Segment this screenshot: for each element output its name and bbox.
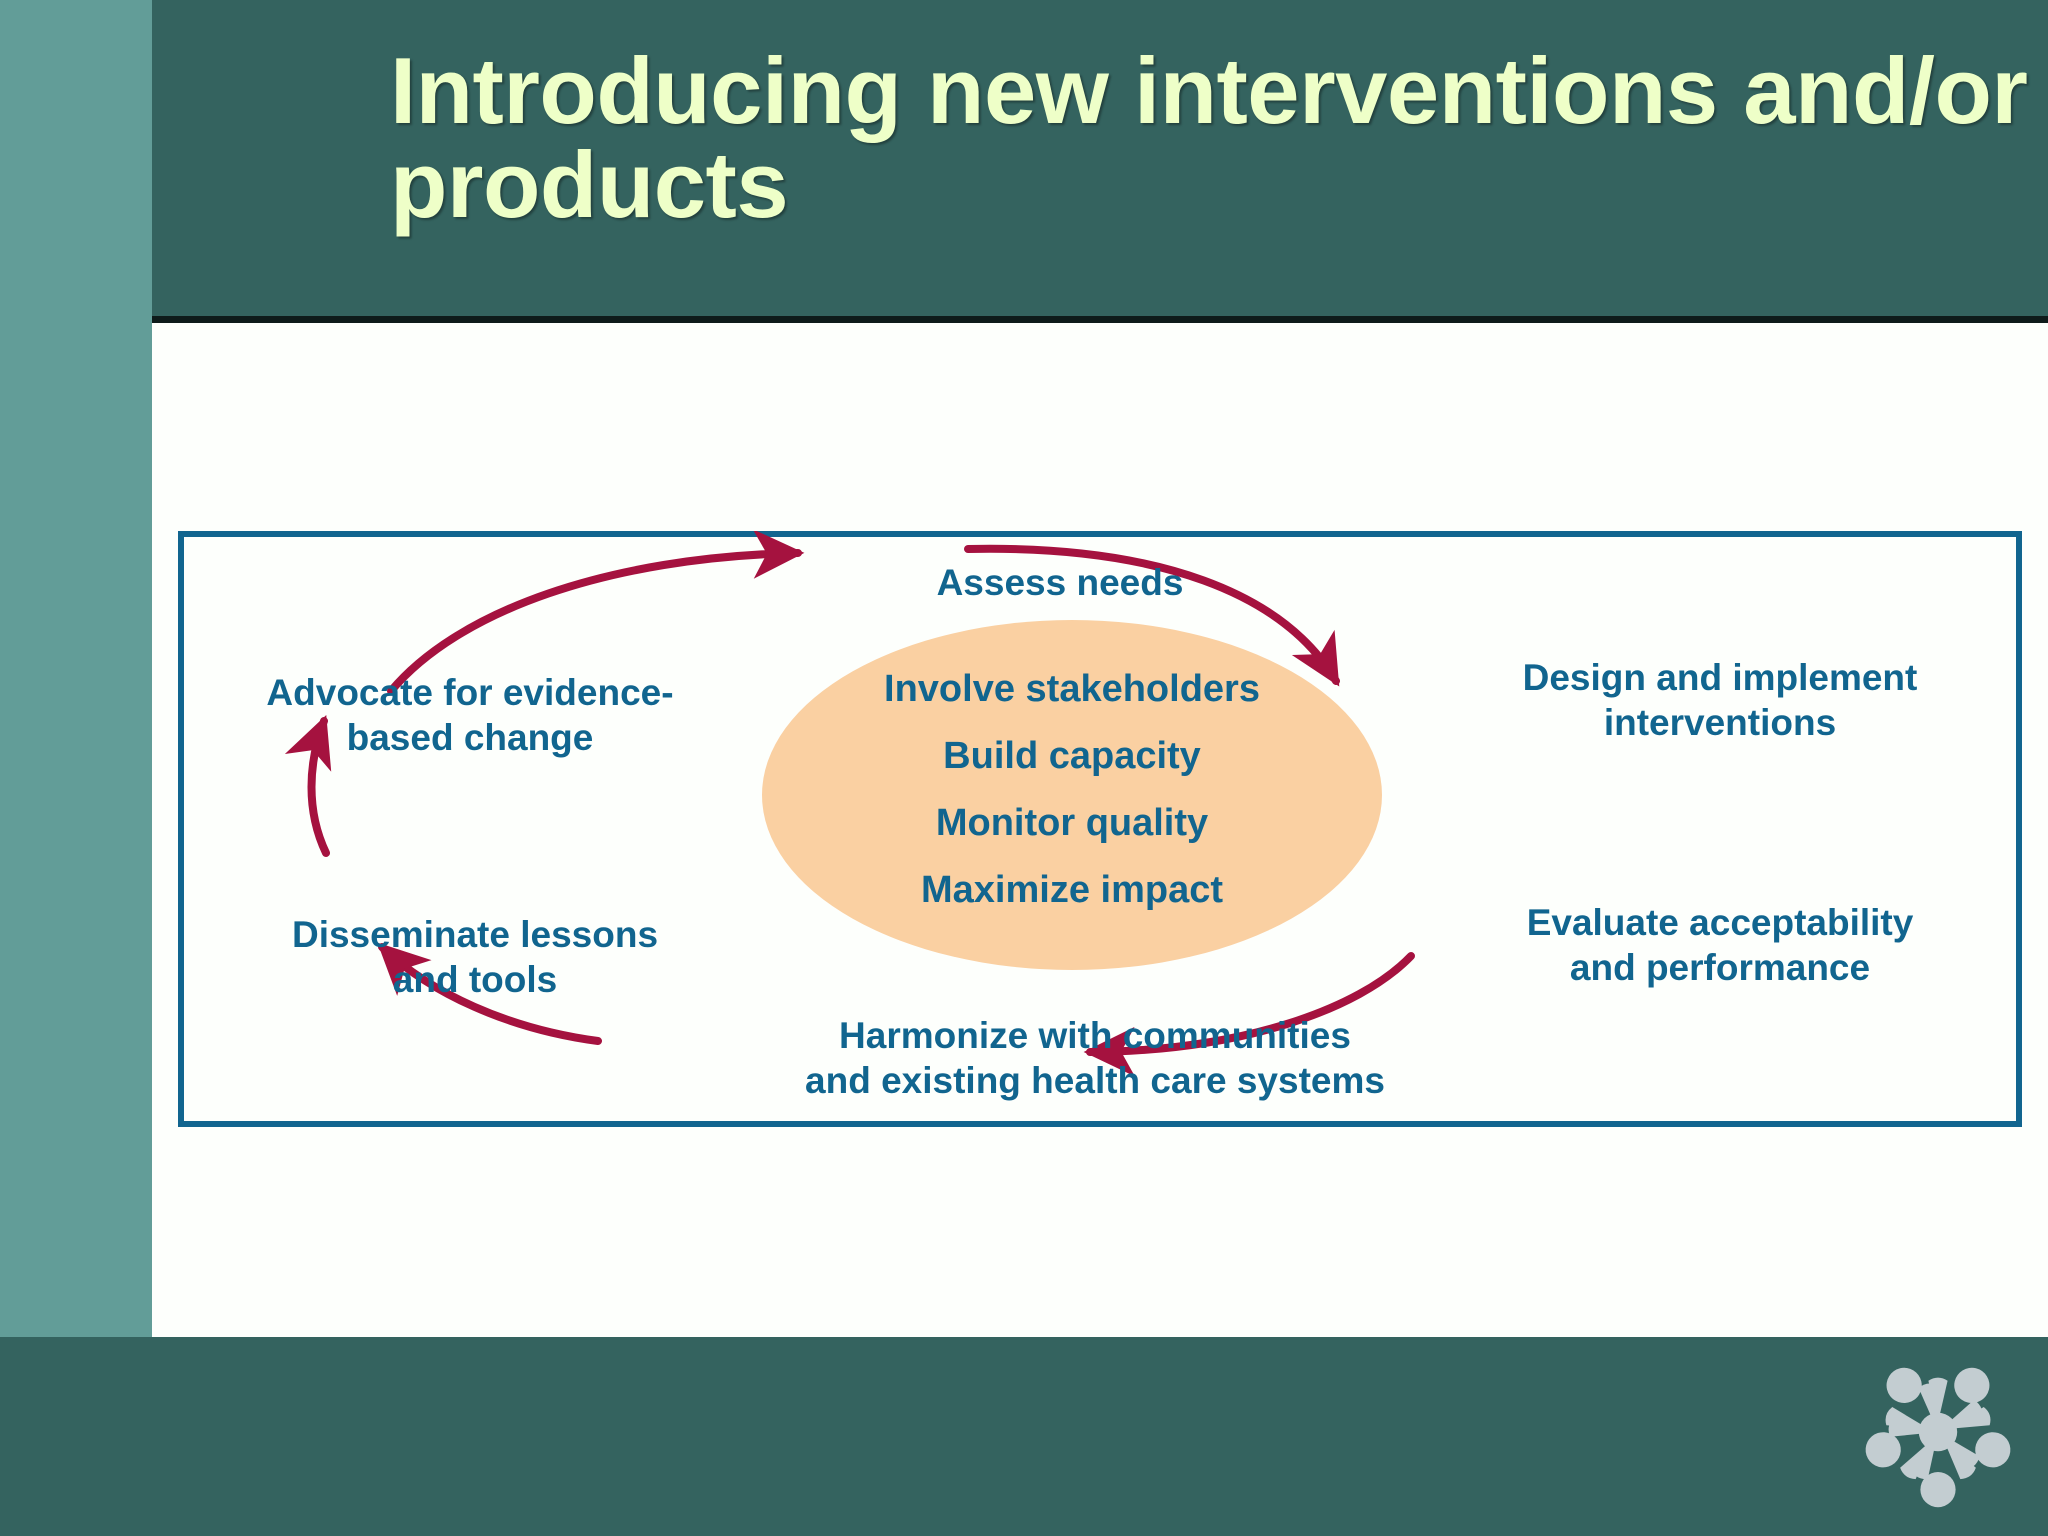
cycle-node-evaluate: Evaluate acceptability and performance [1526,902,1914,989]
arrow-disseminate-to-advocate [284,715,332,857]
arrow-advocate-to-assess [387,531,805,695]
title-divider-rule [152,316,2048,323]
page-title: Introducing new interventions and/or pro… [390,38,2028,237]
core-item-monitor-quality: Monitor quality [935,802,1209,844]
core-activities-list: Involve stakeholders Build capacity Moni… [762,670,1382,938]
cycle-node-harmonize: Harmonize with communities and existing … [805,1015,1385,1102]
footer-bar [0,1337,2048,1536]
left-accent-band [0,0,152,1337]
core-item-build-capacity: Build capacity [943,735,1201,777]
core-item-involve-stakeholders: Involve stakeholders [884,668,1260,710]
core-item-maximize-impact: Maximize impact [921,869,1223,911]
arrow-harmonize-to-disseminate [377,942,602,1045]
people-circle-logo [1865,1367,2011,1508]
cycle-node-design-implement: Design and implement interventions [1522,657,1918,744]
title-bar: Introducing new interventions and/or pro… [152,0,2048,316]
arrow-assess-to-design [964,544,1340,687]
cycle-node-disseminate: Disseminate lessons and tools [291,914,659,1001]
cycle-node-assess-needs: Assess needs [936,562,1184,603]
arrow-evaluate-to-harmonize [1083,952,1415,1077]
core-activities-ellipse [762,620,1382,970]
cycle-node-advocate: Advocate for evidence- based change [266,672,674,759]
